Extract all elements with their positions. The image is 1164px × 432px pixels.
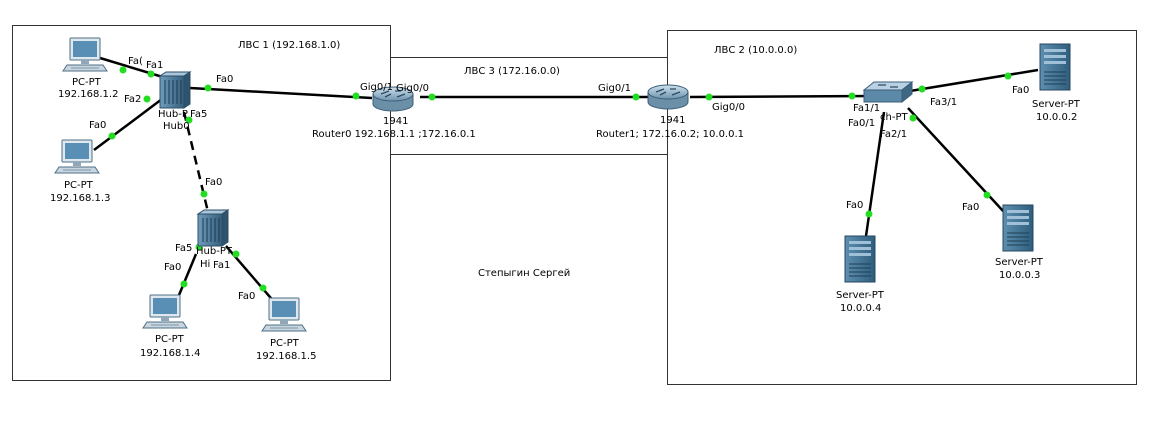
port-dot — [119, 66, 127, 74]
router0-model: 1941 — [383, 116, 408, 127]
srv3-ip: 10.0.0.4 — [840, 303, 881, 314]
link-router1-switch0[interactable] — [689, 94, 873, 99]
router-icon[interactable] — [647, 84, 689, 110]
port-label: Gig0/0 — [396, 83, 429, 94]
port-label: Fa1 — [213, 260, 230, 271]
link-hub0-router0[interactable] — [189, 86, 373, 100]
port-label: Fa1/1 — [853, 103, 880, 114]
link-pc1-hub0[interactable] — [99, 56, 167, 80]
link-hub0-hub1[interactable] — [182, 111, 210, 213]
router1-caption: Router1; 172.16.0.2; 10.0.0.1 — [596, 129, 744, 140]
author-label: Степыгин Сергей — [478, 268, 570, 279]
pc4-name: PC-PT — [270, 338, 300, 349]
port-dot — [204, 84, 212, 92]
pc-icon[interactable] — [54, 139, 100, 174]
port-dot — [143, 95, 151, 103]
port-label: Fa0 — [89, 120, 106, 131]
port-dot — [200, 190, 208, 198]
server-icon[interactable] — [1002, 204, 1034, 252]
srv2-name: Server-PT — [995, 257, 1044, 268]
port-label: Fa0/1 — [848, 118, 875, 129]
srv1-name: Server-PT — [1032, 99, 1081, 110]
port-label: Fa2 — [124, 94, 141, 105]
port-label: Gig0/1 — [360, 82, 393, 93]
lan2-label: ЛВС 2 (10.0.0.0) — [714, 45, 797, 56]
router1-model: 1941 — [660, 115, 685, 126]
pc3-name: PC-PT — [155, 334, 185, 345]
port-label: Fa0 — [216, 74, 233, 85]
port-dot — [705, 93, 713, 101]
port-dot — [352, 92, 360, 100]
port-dot — [632, 93, 640, 101]
pc4-ip: 192.168.1.5 — [256, 351, 316, 362]
srv2-ip: 10.0.0.3 — [999, 270, 1040, 281]
port-label: Fa5 — [175, 243, 192, 254]
port-dot — [259, 284, 267, 292]
port-dot — [428, 93, 436, 101]
pc2-ip: 192.168.1.3 — [50, 193, 110, 204]
server-icon[interactable] — [1039, 43, 1071, 91]
switch-icon[interactable] — [863, 81, 913, 103]
lan3-label: ЛВС 3 (172.16.0.0) — [464, 66, 560, 77]
pc1-ip: 192.168.1.2 — [58, 89, 118, 100]
port-label: Fa0 — [238, 291, 255, 302]
hub0-label: Hub-P — [158, 109, 188, 120]
port-label: Fa5 — [190, 109, 207, 120]
srv3-name: Server-PT — [836, 290, 885, 301]
port-label: Gig0/1 — [598, 83, 631, 94]
link-pc2-hub0[interactable] — [93, 95, 167, 151]
link-switch0-srv1[interactable] — [903, 68, 1039, 94]
port-label: Fa0 — [846, 200, 863, 211]
pc2-name: PC-PT — [64, 180, 94, 191]
lan2-area — [667, 30, 1137, 385]
hub1-label: Hub-PT — [196, 246, 233, 257]
hub1-label2: Hi — [200, 259, 210, 270]
port-label: Fa3/1 — [930, 97, 957, 108]
port-dot — [909, 114, 917, 122]
port-label: Gig0/0 — [712, 102, 745, 113]
lan1-label: ЛВС 1 (192.168.1.0) — [238, 40, 340, 51]
port-dot — [108, 132, 116, 140]
srv1-ip: 10.0.0.2 — [1036, 112, 1077, 123]
port-dot — [918, 85, 926, 93]
port-dot — [180, 280, 188, 288]
pc-icon[interactable] — [62, 37, 108, 72]
port-dot — [232, 250, 240, 258]
server-icon[interactable] — [844, 235, 876, 283]
port-label: Fa1 — [146, 60, 163, 71]
lan1-area — [12, 25, 391, 381]
port-indicators — [108, 66, 1012, 292]
port-dot — [1004, 72, 1012, 80]
port-dot — [185, 116, 193, 124]
pc1-name: PC-PT — [72, 77, 102, 88]
port-label: Fa0 — [1012, 85, 1029, 96]
pc-icon[interactable] — [261, 297, 307, 332]
hub-icon[interactable] — [159, 71, 191, 109]
port-label: Fa0 — [164, 262, 181, 273]
hub-icon[interactable] — [197, 209, 229, 247]
pc-icon[interactable] — [142, 294, 188, 329]
port-label: Fa0 — [205, 177, 222, 188]
port-dot — [983, 191, 991, 199]
port-label: Fa0 — [962, 202, 979, 213]
port-label: Fa( — [128, 56, 143, 67]
switch0-label: ch-PT — [880, 112, 908, 123]
hub0-label2: Hub0 — [163, 121, 190, 132]
port-dot — [865, 210, 873, 218]
port-dot — [147, 70, 155, 78]
port-dot — [848, 92, 856, 100]
pc3-ip: 192.168.1.4 — [140, 348, 200, 359]
router0-caption: Router0 192.168.1.1 ;172.16.0.1 — [312, 129, 476, 140]
port-label: Fa2/1 — [880, 129, 907, 140]
